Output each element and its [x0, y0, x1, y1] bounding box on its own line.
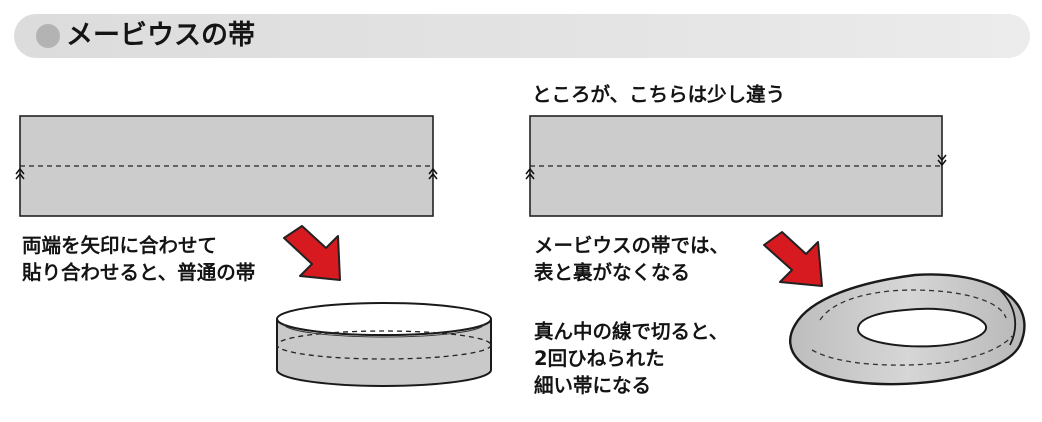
red-arrow-icon: [283, 225, 341, 281]
right-caption-line: 2回ひねられた: [534, 347, 665, 370]
chevron-up-marker-icon: [15, 167, 25, 180]
right-caption-line: 細い帯になる: [534, 374, 652, 397]
right-paper-strip: [529, 115, 943, 217]
red-arrow-icon: [763, 231, 823, 287]
circle-bullet-icon: [36, 24, 60, 48]
right-heading: ところが、こちらは少し違う: [532, 83, 786, 106]
title-bar: メービウスの帯: [14, 14, 1030, 58]
chevron-up-marker-icon: [428, 167, 438, 180]
chevron-up-marker-icon: [525, 167, 535, 180]
left-caption-line: 貼り合わせると、普通の帯: [22, 261, 256, 284]
mobius-band: [789, 273, 1026, 386]
right-caption-line: 表と裏がなくなる: [534, 261, 691, 284]
chevron-down-marker-icon: [937, 154, 947, 167]
right-caption-cut: 真ん中の線で切ると、 2回ひねられた 細い帯になる: [534, 318, 728, 399]
left-caption: 両端を矢印に合わせて 貼り合わせると、普通の帯: [22, 232, 255, 286]
normal-band-cylinder: [276, 302, 492, 387]
left-caption-line: 両端を矢印に合わせて: [22, 234, 218, 257]
right-caption-mobius: メービウスの帯では、 表と裏がなくなる: [534, 232, 729, 286]
right-caption-line: 真ん中の線で切ると、: [534, 320, 729, 343]
right-caption-line: メービウスの帯では、: [534, 234, 730, 257]
page-title: メービウスの帯: [66, 20, 255, 51]
left-paper-strip: [19, 115, 434, 217]
